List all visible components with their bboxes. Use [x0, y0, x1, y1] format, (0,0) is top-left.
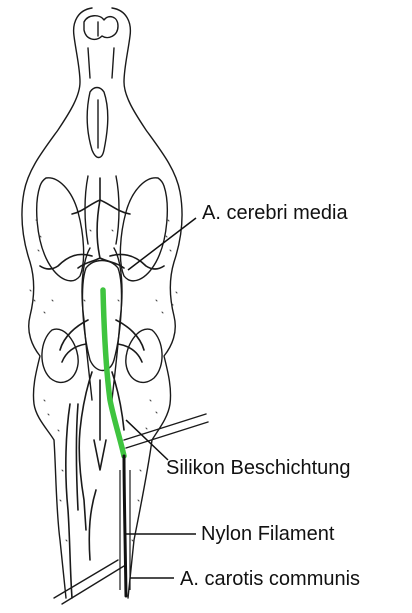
artery-network: [40, 178, 164, 598]
label-silikon-beschichtung: Silikon Beschichtung: [166, 458, 351, 478]
label-a-carotis-communis: A. carotis communis: [180, 569, 360, 589]
left-bulla: [42, 329, 78, 382]
nasal-bones: [87, 88, 108, 158]
label-nylon-filament: Nylon Filament: [201, 524, 334, 544]
snout-detail: [84, 16, 118, 78]
nylon-filament: [124, 456, 126, 596]
left-orbit: [37, 178, 84, 281]
right-bulla: [126, 329, 162, 382]
right-orbit: [120, 178, 167, 281]
label-a-cerebri-media: A. cerebri media: [202, 203, 348, 223]
